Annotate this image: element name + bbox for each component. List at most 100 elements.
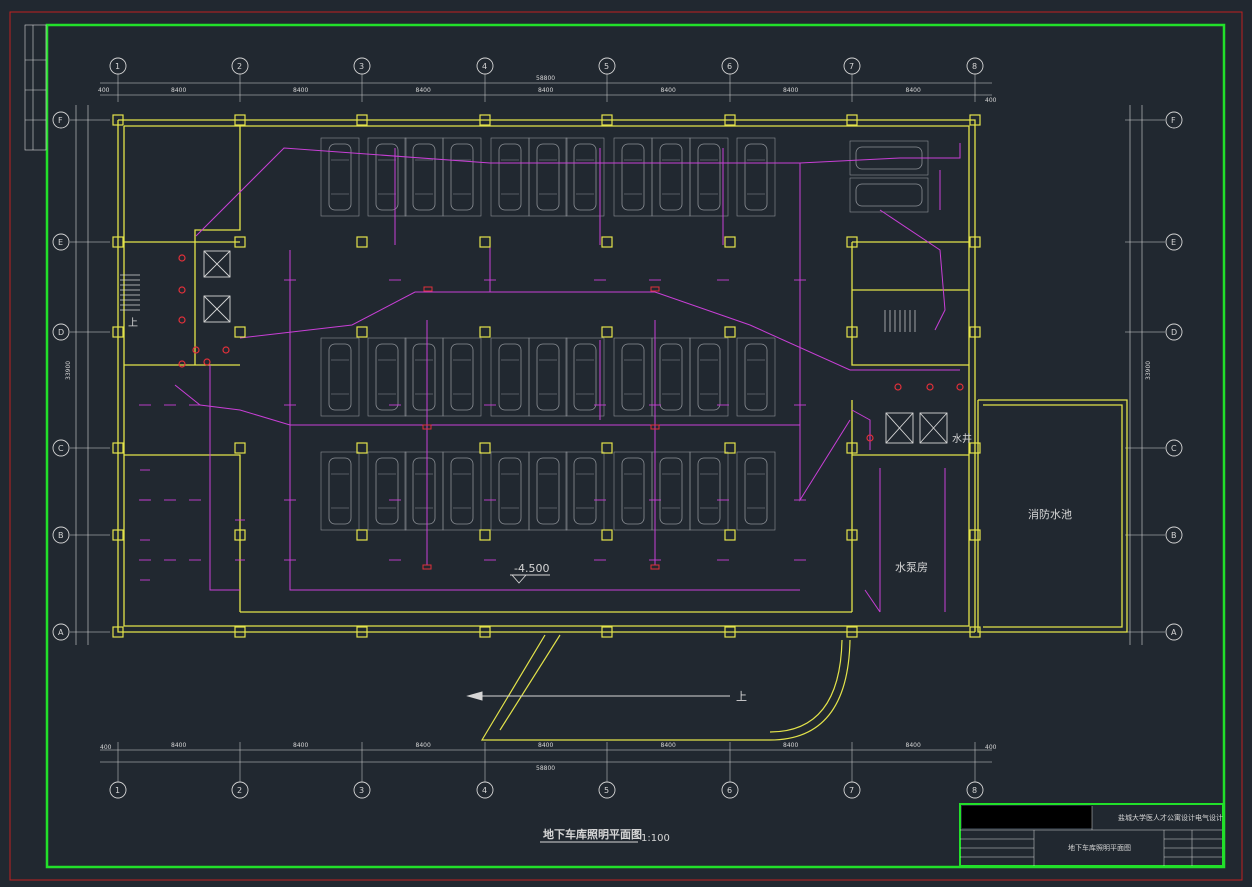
wall-core-left — [194, 126, 241, 365]
column-F-8 — [969, 114, 981, 126]
axis-bottom-label-2: 2 — [237, 786, 242, 795]
parking-space-23 — [320, 451, 360, 531]
axis-top-bubble-5 — [598, 57, 616, 75]
parking-space-15 — [442, 337, 482, 417]
column-F-1 — [112, 114, 124, 126]
dim-bay-top-2: 8400 — [293, 87, 308, 94]
axis-left-label-A: A — [58, 628, 64, 637]
column-A-41 — [112, 626, 124, 638]
column-D-19 — [356, 326, 368, 338]
revision-strip — [24, 24, 47, 151]
axis-right-bubble-E — [1165, 233, 1183, 251]
axis-bottom-label-6: 6 — [727, 786, 732, 795]
column-D-17 — [112, 326, 124, 338]
column-F-2 — [234, 114, 246, 126]
axis-left-label-F: F — [58, 116, 63, 125]
parking-space-22 — [736, 337, 776, 417]
column-F-3 — [356, 114, 368, 126]
axis-left-label-C: C — [58, 444, 64, 453]
stair-right — [884, 310, 916, 332]
axis-right-bubble-C — [1165, 439, 1183, 457]
title-block: 盐城大学医人才公寓设计电气设计 地下车库照明平面图 — [959, 803, 1224, 867]
dim-bay-bottom-7: 8400 — [906, 742, 921, 749]
dim-bay-top-6: 8400 — [783, 87, 798, 94]
dim-edge-bottom-left: 400 — [100, 744, 112, 751]
parking-space-25 — [404, 451, 444, 531]
emergency-light-5 — [222, 346, 230, 354]
dim-overall-left: 33900 — [65, 361, 72, 380]
parking-space-5 — [490, 137, 530, 217]
column-D-22 — [724, 326, 736, 338]
column-D-23 — [846, 326, 858, 338]
exit-sign-2 — [650, 286, 660, 292]
axis-right-label-B: B — [1171, 531, 1177, 540]
wall-inner-perimeter — [123, 125, 970, 627]
wire-elevator-feed — [851, 409, 871, 450]
stair-left — [120, 274, 140, 311]
axis-left-bubble-A — [52, 623, 70, 641]
title-block-sheet-title: 地下车库照明平面图 — [1068, 843, 1131, 852]
column-E-10 — [234, 236, 246, 248]
column-C-29 — [601, 442, 613, 454]
dim-edge-bottom-right: 400 — [985, 744, 997, 751]
wire-middle-run — [239, 291, 960, 371]
drawing-title: 地下车库照明平面图 — [543, 827, 642, 841]
axis-left-label-B: B — [58, 531, 64, 540]
parking-space-19 — [613, 337, 653, 417]
column-E-15 — [846, 236, 858, 248]
column-A-48 — [969, 626, 981, 638]
column-B-35 — [356, 529, 368, 541]
axis-right-label-E: E — [1171, 238, 1176, 247]
elevator-right — [885, 412, 948, 444]
stair-up-label: 上 — [128, 317, 138, 329]
parking-space-20 — [651, 337, 691, 417]
dim-bay-bottom-4: 8400 — [538, 742, 553, 749]
axis-left-bubble-B — [52, 526, 70, 544]
column-C-26 — [234, 442, 246, 454]
wall-room-c-left — [124, 454, 241, 612]
axis-bottom-label-3: 3 — [359, 786, 364, 795]
parking-space-7 — [565, 137, 605, 217]
dim-bay-top-5: 8400 — [661, 87, 676, 94]
axis-bottom-bubble-8 — [966, 781, 984, 799]
parking-space-26 — [442, 451, 482, 531]
column-C-31 — [846, 442, 858, 454]
axis-top-label-5: 5 — [604, 62, 609, 71]
parking-space-13 — [367, 337, 407, 417]
dim-edge-top-right: 400 — [985, 97, 997, 104]
axis-bottom-label-5: 5 — [604, 786, 609, 795]
parking-space-31 — [651, 451, 691, 531]
axis-left-bubble-F — [52, 111, 70, 129]
parking-space-1 — [320, 137, 360, 217]
exit-sign-3 — [422, 424, 432, 430]
column-C-27 — [356, 442, 368, 454]
column-B-37 — [601, 529, 613, 541]
axis-bottom-label-7: 7 — [849, 786, 854, 795]
column-B-39 — [846, 529, 858, 541]
axis-bottom-label-8: 8 — [972, 786, 977, 795]
column-A-43 — [356, 626, 368, 638]
axis-bottom-bubble-1 — [109, 781, 127, 799]
axis-bottom-bubble-5 — [598, 781, 616, 799]
parking-space-21 — [689, 337, 729, 417]
elevation-label: -4.500 — [514, 562, 549, 575]
dim-edge-top-left: 400 — [98, 87, 110, 94]
title-block-project: 盐城大学医人才公寓设计电气设计 — [1118, 813, 1223, 822]
parking-space-30 — [613, 451, 653, 531]
dim-overall-top: 58800 — [536, 75, 555, 82]
emergency-light-1 — [178, 254, 186, 262]
parking-space-3 — [404, 137, 444, 217]
emergency-light-8 — [894, 383, 902, 391]
wall-outer-left-bottom — [117, 120, 975, 633]
room-label-water-well: 水井 — [952, 432, 972, 445]
drawing-frame — [45, 23, 1226, 869]
axis-left-bubble-C — [52, 439, 70, 457]
axis-bottom-label-4: 4 — [482, 786, 487, 795]
dim-bay-bottom-3: 8400 — [416, 742, 431, 749]
axis-right-label-C: C — [1171, 444, 1177, 453]
emergency-light-7 — [203, 358, 211, 366]
column-E-14 — [724, 236, 736, 248]
parking-space-4 — [442, 137, 482, 217]
parking-space-side-2 — [849, 177, 929, 213]
